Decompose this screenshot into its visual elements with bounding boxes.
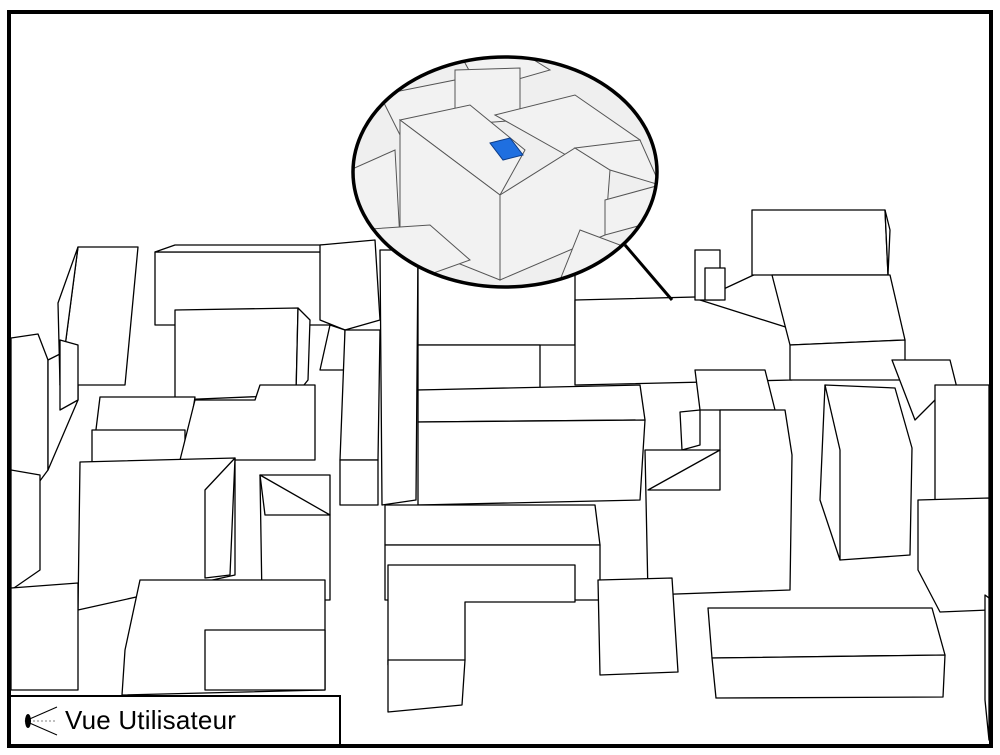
building-right-middle	[644, 359, 989, 741]
building-right-center	[574, 249, 796, 386]
building-back-left	[57, 246, 139, 411]
building-left-middle	[77, 384, 331, 611]
eye-icon	[24, 706, 58, 735]
legend-box: Vue Utilisateur	[7, 695, 341, 748]
building-left-edge	[11, 333, 79, 591]
building-front-left	[11, 579, 326, 696]
building-tower-right	[751, 209, 906, 381]
building-back-center	[154, 239, 381, 401]
highlighted-target-marker	[489, 137, 524, 161]
zoom-callout-line	[623, 244, 674, 301]
legend-label: Vue Utilisateur	[65, 705, 237, 735]
zoom-lens	[351, 55, 659, 289]
building-front-center	[384, 504, 946, 713]
